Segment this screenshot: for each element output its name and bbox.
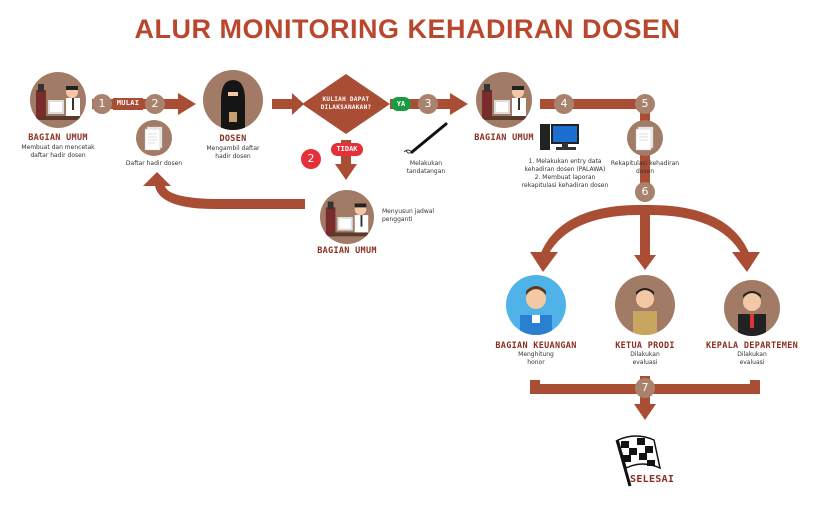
prodi-desc: Dilakukan evaluasi: [630, 351, 660, 366]
step-1: 1: [92, 94, 112, 114]
bagian-umum-label-1: BAGIAN UMUM: [28, 133, 88, 143]
line-4-5: [540, 99, 645, 109]
departemen-desc: Dilakukan evaluasi: [737, 351, 767, 366]
daftar-hadir-desc: Daftar hadir dosen: [125, 160, 183, 167]
bagian-umum-desc-1: Membuat dan mencetak daftar hadir dosen: [21, 144, 95, 159]
arrow-branch-left-head: [530, 252, 558, 272]
arrow-to-decision-head: [292, 93, 304, 115]
arrow-branch-center-head: [634, 255, 656, 270]
arrow-branch-center: [640, 205, 650, 255]
departemen-label: KEPALA DEPARTEMEN: [705, 341, 799, 351]
rekap-icon: [627, 120, 663, 156]
departemen-avatar: [724, 280, 780, 336]
mulai-tag: MULAI: [113, 98, 143, 110]
arrow-ya-head: [450, 93, 468, 115]
bagian-umum-desc-2: 1. Melakukan entry data kehadiran dosen …: [521, 158, 609, 189]
selesai-label: SELESAI: [630, 474, 675, 485]
bagian-umum-label-3: BAGIAN UMUM: [317, 246, 377, 256]
dosen-label: DOSEN: [219, 134, 247, 144]
arrow-tidak-head: [335, 164, 357, 180]
step-4: 4: [554, 94, 574, 114]
bagian-umum-label-2: BAGIAN UMUM: [474, 133, 534, 143]
decision-line1: KULIAH DAPAT: [322, 96, 370, 103]
dosen-desc: Mengambil daftar hadir dosen: [206, 145, 260, 160]
step-2: 2: [145, 94, 165, 114]
bagian-umum-avatar-3: [320, 190, 374, 244]
bagian-umum-desc-3: Menyusun jadwal pengganti: [382, 208, 435, 223]
step-6: 6: [635, 182, 655, 202]
arrow-merge-head: [634, 404, 656, 420]
step-3: 3: [418, 94, 438, 114]
step-2-tidak: 2: [301, 149, 321, 169]
prodi-avatar: [615, 275, 675, 335]
keuangan-avatar: [506, 275, 566, 335]
daftar-hadir-icon: [136, 120, 172, 156]
tidak-tag: TIDAK: [331, 143, 363, 156]
decision-diamond: [302, 74, 390, 134]
step-7: 7: [635, 378, 655, 398]
ya-tag: YA: [391, 97, 411, 111]
rekap-desc: Rekapitulasi kehadiran dosen: [610, 160, 680, 175]
dosen-avatar: [203, 70, 263, 130]
keuangan-desc: Menghitung honor: [518, 351, 554, 366]
mulai-text: MULAI: [116, 99, 140, 107]
tandatangan-desc: Melakukan tandatangan: [406, 160, 446, 175]
step-5: 5: [635, 94, 655, 114]
bagian-umum-avatar-2: [476, 72, 532, 128]
arrow-branch-right: [650, 205, 750, 255]
keuangan-label: BAGIAN KEUANGAN: [495, 341, 577, 351]
arrow-branch-left: [540, 205, 640, 255]
prodi-label: KETUA PRODI: [615, 341, 675, 351]
arrow-mulai-head: [178, 93, 196, 115]
arrow-return: [143, 172, 305, 209]
arrow-branch-right-head: [732, 252, 760, 272]
page-title: ALUR MONITORING KEHADIRAN DOSEN: [134, 14, 681, 44]
decision-line2: DILAKSANAKAN?: [320, 104, 372, 111]
bagian-umum-avatar-1: [30, 72, 86, 128]
arrow-to-decision: [272, 99, 292, 109]
